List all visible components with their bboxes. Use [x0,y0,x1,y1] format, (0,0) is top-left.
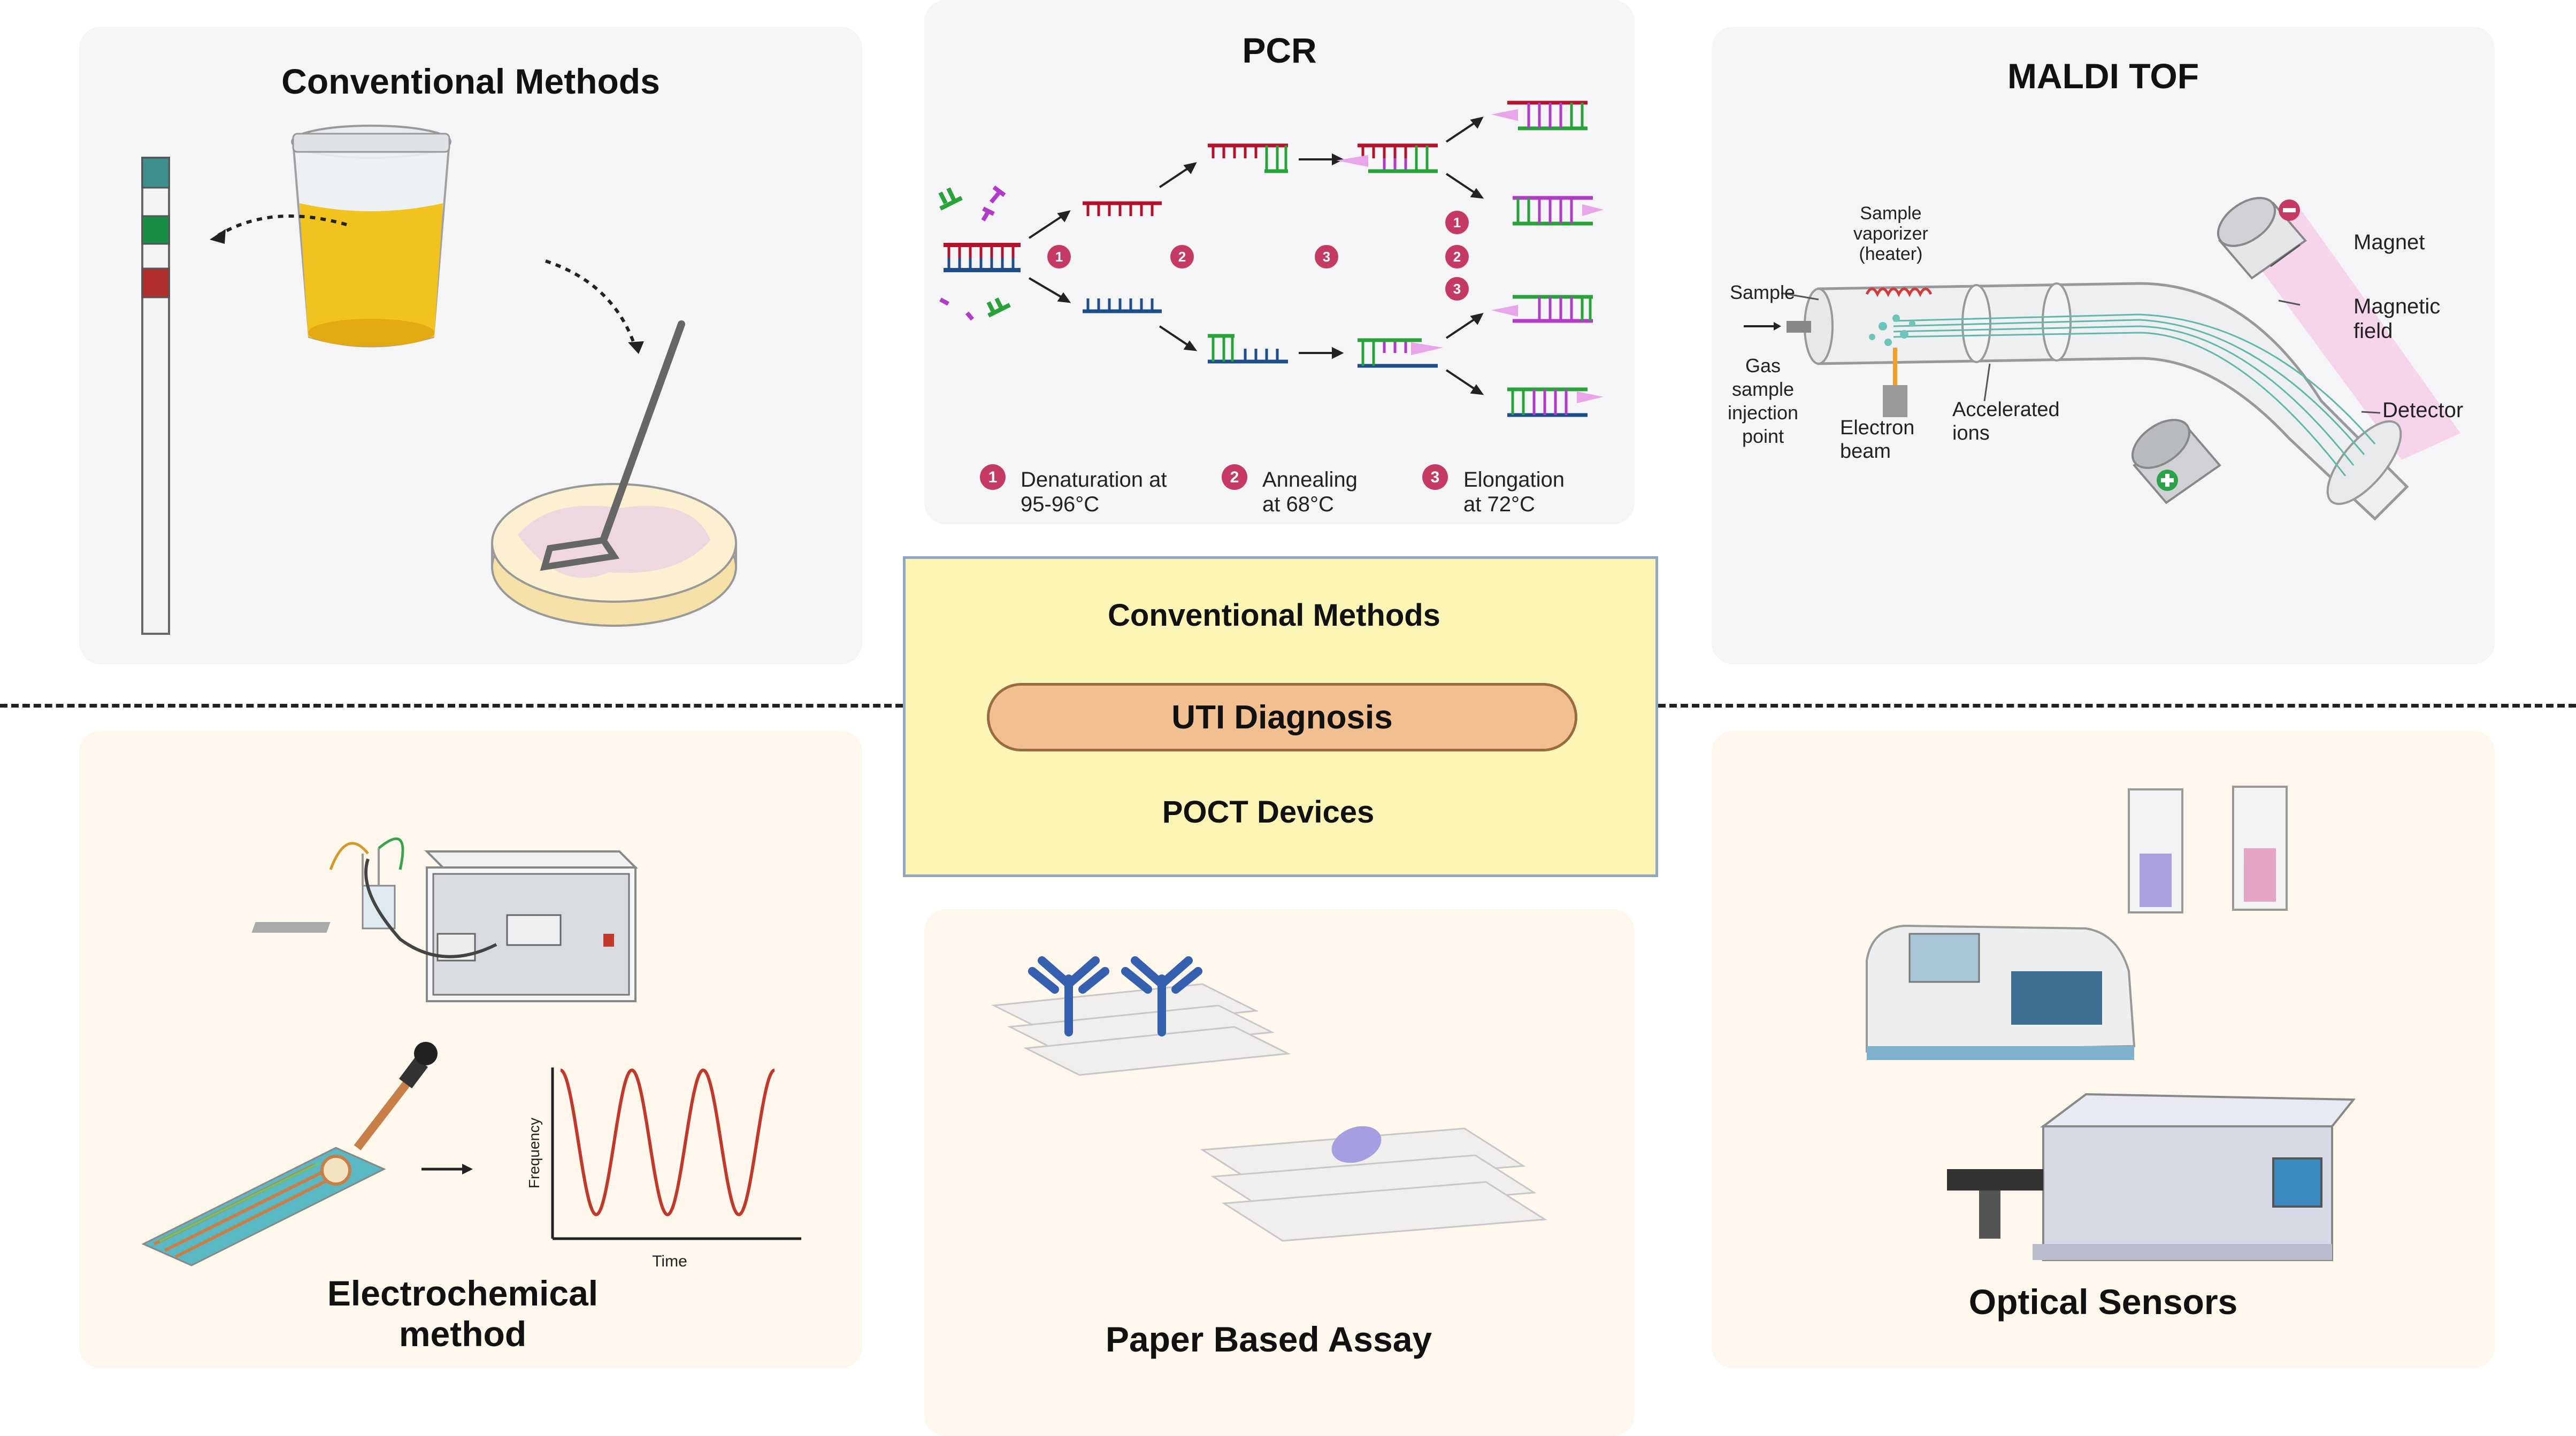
pcr-step-number: 2 [1230,469,1239,486]
antibody-icon [1028,956,1109,1036]
spectrophotometer-icon [1866,924,2136,1060]
optical-sensors-illustration [1866,786,2356,1261]
pcr-illustration: 1 2 3 1 2 3 1 2 3 [938,101,1604,490]
panel-title: MALDI TOF [2007,56,2199,96]
section-divider-right [1658,704,2576,708]
pcr-marker: 1 [1453,214,1461,231]
pcr-marker: 2 [1178,249,1186,265]
uti-diagnosis-pill: UTI Diagnosis [987,683,1577,751]
magnet-icon [2131,197,2307,504]
plot-y-label: Frequency [526,1118,542,1188]
electrochemical-illustration: Frequency Time [141,837,801,1270]
potentiostat-icon [424,850,638,1002]
screen-printed-electrode-icon [141,1147,386,1266]
center-top-label: Conventional Methods [1108,598,1440,633]
plot-x-label: Time [652,1253,687,1270]
electrochemical-cell-icon [251,837,497,958]
urine-dipstick-icon [141,157,170,635]
signal-plot [551,1068,801,1240]
pcr-step-number: 3 [1431,469,1440,486]
panel-pcr: PCR [924,0,1635,524]
panel-title: Optical Sensors [1968,1282,2238,1322]
label-magnet: Magnet [2353,231,2425,254]
paper-assay-illustration [991,956,1547,1242]
section-divider-left [0,704,903,708]
label-detector: Detector [2382,398,2464,422]
pcr-marker: 3 [1453,281,1461,297]
uti-diagnosis-center-box: Conventional Methods UTI Diagnosis POCT … [903,556,1658,877]
panel-paper-based-assay: Paper Based Assay [924,909,1635,1436]
pcr-step-number: 1 [988,469,998,486]
panel-optical-sensors: Optical Sensors [1712,731,2495,1368]
panel-title: Conventional Methods [281,62,660,101]
cuvette-icon [2128,786,2288,913]
pcr-marker: 3 [1323,249,1330,265]
center-bottom-label: POCT Devices [1162,795,1375,830]
dropper-icon [354,1042,438,1150]
optical-analyzer-icon [1947,1093,2356,1261]
urine-sample-cup-icon [291,125,451,348]
pcr-marker: 2 [1453,249,1461,265]
antibody-icon [1121,956,1202,1036]
panel-title: PCR [1242,30,1317,70]
panel-title: Paper Based Assay [1105,1319,1432,1359]
maldi-tof-illustration [1744,197,2460,521]
label-sample: Sample [1730,281,1796,303]
panel-maldi-tof: MALDI TOF [1712,27,2495,664]
pcr-marker: 1 [1055,249,1063,265]
cell-spreader-icon [540,320,685,571]
panel-conventional-methods: Conventional Methods [79,27,862,664]
dna-double-strand-icon [944,243,1021,272]
conventional-illustration [141,125,737,635]
petri-dish-icon [491,483,737,627]
